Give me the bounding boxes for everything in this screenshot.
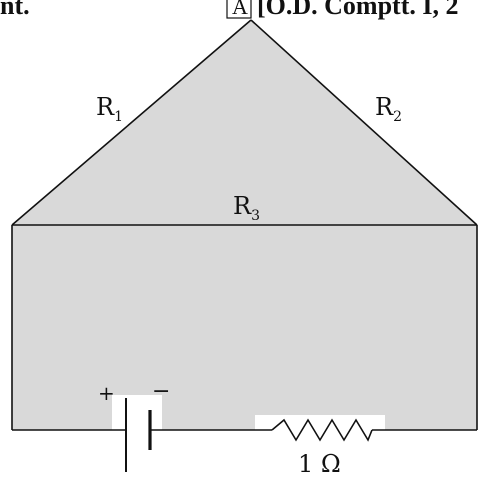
battery-backdrop — [112, 395, 162, 440]
header-boxed-letter: A — [232, 0, 248, 19]
r3-label: R3 — [233, 192, 260, 224]
wire-r2 — [250, 19, 478, 226]
circuit-body — [12, 225, 477, 430]
wire-r1 — [11, 19, 252, 226]
header-left-text: nt. — [0, 0, 30, 20]
battery-minus-sign: − — [152, 379, 170, 404]
header-right-text: [O.D. Comptt. I, 2 — [257, 0, 459, 20]
r2-label: R2 — [375, 93, 402, 125]
external-resistor-zigzag — [271, 418, 373, 442]
external-resistor-label: 1 Ω — [298, 450, 341, 478]
battery-plus-sign: + — [98, 381, 115, 405]
header-boxed-letter-frame — [226, 0, 252, 19]
r1-label: R1 — [96, 93, 123, 125]
triangle-network — [12, 20, 477, 225]
resistor-backdrop — [255, 415, 385, 440]
